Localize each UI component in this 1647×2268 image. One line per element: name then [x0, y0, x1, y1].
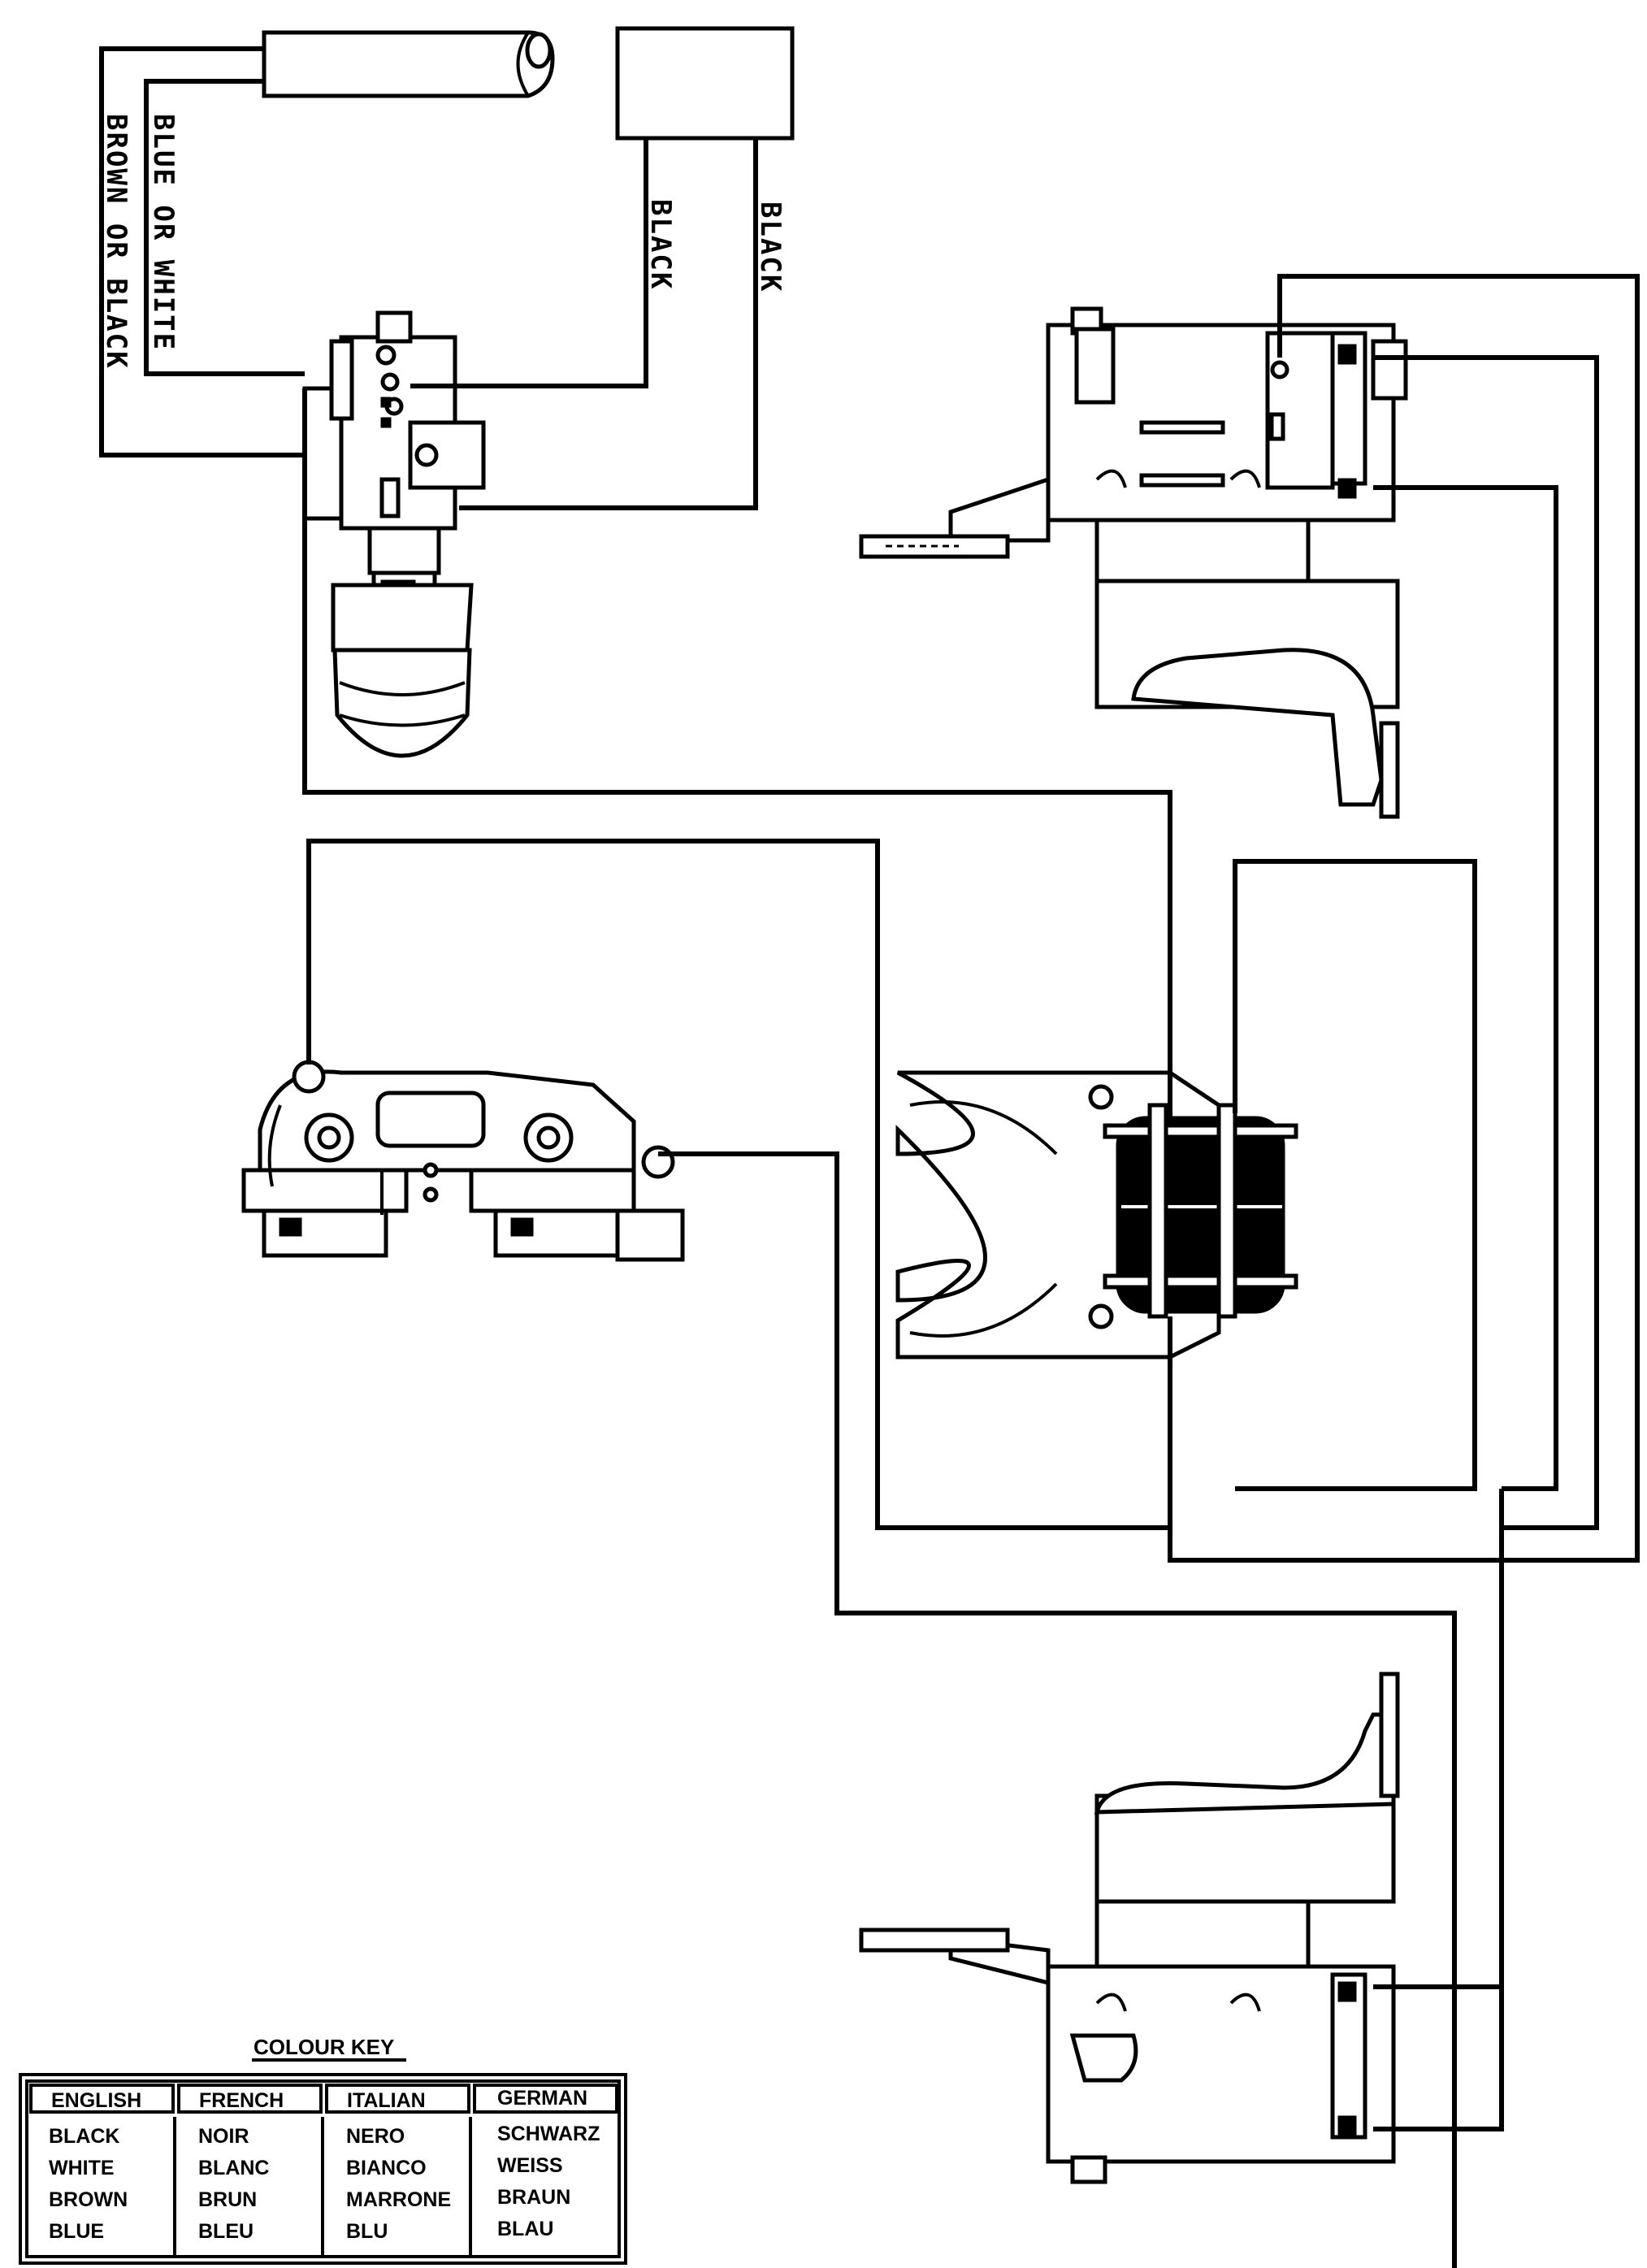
colour-key-header-french: FRENCH — [199, 2089, 284, 2112]
colour-key-cell: BRAUN — [497, 2186, 570, 2209]
colour-key-cell: NERO — [346, 2125, 405, 2148]
colour-key-headers: ENGLISH FRENCH ITALIAN GERMAN — [29, 2084, 618, 2114]
colour-key-cell: BLUE — [49, 2220, 104, 2243]
colour-key-cell: WEISS — [497, 2154, 563, 2177]
colour-key-cell: BIANCO — [346, 2157, 427, 2179]
colour-key-cell: MARRONE — [346, 2188, 451, 2211]
colour-key-cell: BLEU — [198, 2220, 254, 2243]
colour-key-cell: NOIR — [198, 2125, 249, 2148]
wire-label-black-right: BLACK — [754, 202, 787, 293]
colour-key-cell: WHITE — [49, 2157, 115, 2179]
top-right-switch — [859, 306, 1408, 819]
colour-key-german: SCHWARZ WEISS BRAUN BLAU — [497, 2123, 600, 2240]
colour-key-header-german: GERMAN — [497, 2087, 587, 2110]
motor-stator — [895, 1070, 1298, 1359]
colour-key-cell: BLANC — [198, 2157, 270, 2179]
colour-key-title: COLOUR KEY — [254, 2035, 394, 2059]
colour-key: COLOUR KEY ENGLISH FRENCH ITALIAN GERMAN… — [19, 2035, 627, 2265]
colour-key-cell: BRUN — [198, 2188, 257, 2211]
colour-key-cell: BROWN — [49, 2188, 128, 2211]
colour-key-italian: NERO BIANCO MARRONE BLU — [346, 2125, 451, 2243]
colour-key-header-italian: ITALIAN — [347, 2089, 426, 2112]
bottom-right-switch — [859, 1672, 1400, 2184]
wire-label-brown-or-black: BROWN OR BLACK — [100, 114, 132, 370]
power-cord — [262, 30, 555, 98]
colour-key-cell: BLACK — [49, 2125, 120, 2148]
top-left-switch — [302, 310, 486, 758]
wire-label-black-left: BLACK — [644, 199, 677, 290]
colour-key-english: BLACK WHITE BROWN BLUE — [49, 2125, 128, 2243]
wire-label-blue-or-white: BLUE OR WHITE — [147, 114, 180, 351]
colour-key-cell: SCHWARZ — [497, 2123, 600, 2145]
capacitor-box — [615, 26, 795, 141]
colour-key-header-english: ENGLISH — [51, 2089, 141, 2112]
colour-key-cell: BLU — [346, 2220, 388, 2243]
colour-key-french: NOIR BLANC BRUN BLEU — [198, 2125, 270, 2243]
colour-key-cell: BLAU — [497, 2218, 553, 2240]
wiring — [99, 46, 1640, 2268]
thermal-cutout — [241, 1060, 685, 1262]
